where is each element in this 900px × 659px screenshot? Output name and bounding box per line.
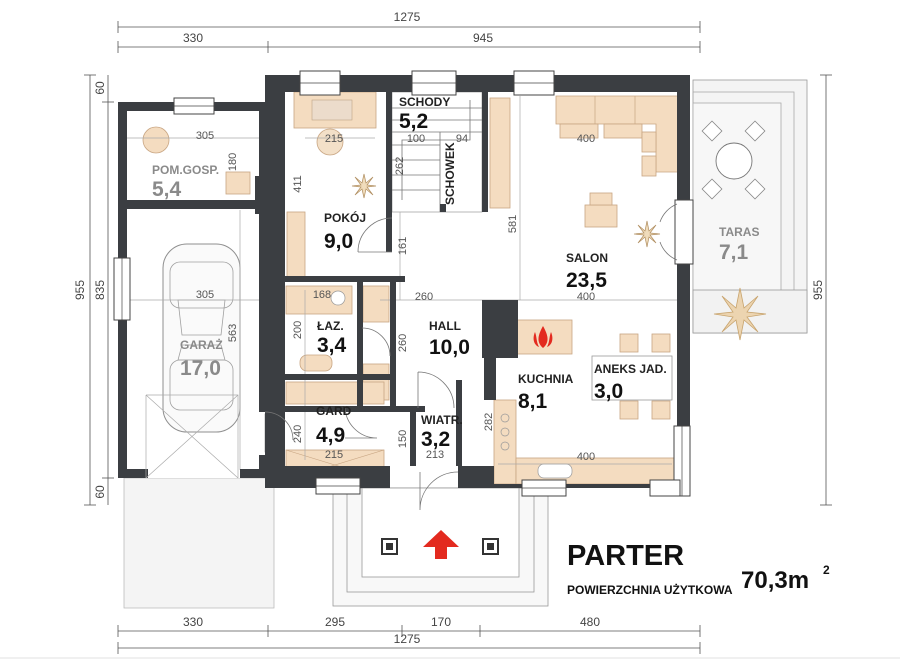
svg-text:100: 100 [407, 133, 425, 145]
dim-top-left: 330 [183, 31, 203, 45]
room-name: GARD [316, 404, 352, 418]
dim-right-total: 955 [811, 280, 825, 300]
toilet-icon [330, 290, 346, 306]
total-area-unit-sup: 2 [823, 563, 830, 577]
room-labels: POM.GOSP. 5,4 GARAŻ 17,0 POKÓJ 9,0 SCHOD… [152, 95, 759, 451]
svg-text:305: 305 [196, 289, 214, 301]
svg-text:180: 180 [227, 153, 239, 171]
plant-icon [633, 220, 661, 248]
room-name: SALON [566, 251, 608, 265]
svg-text:400: 400 [577, 291, 595, 303]
plan-title: PARTER [567, 540, 684, 572]
svg-text:581: 581 [507, 215, 519, 233]
exterior [123, 79, 808, 609]
dim-bottom-total: 1275 [394, 632, 421, 646]
svg-text:200: 200 [292, 321, 304, 339]
internal-dimensions: 305 180 305 563 215 411 100 94 262 161 4… [196, 130, 595, 463]
svg-text:161: 161 [397, 237, 409, 255]
dim-left-bottom: 60 [93, 485, 107, 499]
room-name: KUCHNIA [518, 372, 574, 386]
armchair-icon [584, 204, 618, 228]
total-area: 70,3m [741, 567, 809, 594]
room-area: 8,1 [518, 390, 548, 413]
terrace-table-icon [701, 120, 766, 200]
svg-text:215: 215 [325, 449, 343, 461]
room-name: HALL [429, 319, 461, 333]
windows [113, 70, 694, 497]
svg-text:213: 213 [426, 449, 444, 461]
svg-text:563: 563 [227, 324, 239, 342]
dim-left-mid: 835 [93, 280, 107, 300]
entrance-arrow-icon [423, 530, 459, 559]
room-name: GARAŻ [180, 337, 223, 352]
svg-text:400: 400 [577, 133, 595, 145]
svg-text:94: 94 [456, 133, 468, 145]
svg-text:150: 150 [397, 430, 409, 448]
dim-bottom-3: 170 [431, 615, 451, 629]
room-name: POM.GOSP. [152, 163, 219, 177]
room-area: 3,0 [594, 380, 623, 403]
room-area: 3,4 [317, 334, 347, 357]
doors [145, 217, 459, 511]
room-area: 17,0 [180, 357, 221, 380]
dim-top-right: 945 [473, 31, 493, 45]
plan-subtitle: POWIERZCHNIA UŻYTKOWA [567, 582, 733, 597]
svg-text:400: 400 [577, 451, 595, 463]
svg-text:168: 168 [313, 289, 331, 301]
room-area: 9,0 [324, 230, 353, 253]
dim-bottom-4: 480 [580, 615, 600, 629]
room-name: WIATR. [421, 413, 463, 427]
room-area: 23,5 [566, 269, 607, 292]
room-area: 7,1 [719, 241, 749, 264]
svg-text:215: 215 [325, 133, 343, 145]
dimension-lines: 1275 330 945 330 295 170 480 1275 955 60 [73, 10, 832, 654]
dim-left-top: 60 [93, 81, 107, 95]
svg-text:282: 282 [483, 413, 495, 431]
fireplace-icon [515, 319, 573, 355]
room-name: TARAS [719, 225, 759, 239]
svg-text:260: 260 [397, 334, 409, 352]
room-name: SCHODY [399, 95, 450, 109]
sink-icon [537, 463, 573, 479]
dim-top-total: 1275 [394, 10, 421, 24]
room-area: 5,4 [152, 178, 182, 201]
room-name: ANEKS JAD. [594, 362, 667, 376]
room-name: SCHOWEK [443, 142, 457, 205]
room-name: POKÓJ [324, 210, 366, 225]
svg-text:262: 262 [394, 157, 406, 175]
svg-text:260: 260 [415, 291, 433, 303]
boiler-icon [142, 126, 170, 154]
dim-bottom-1: 330 [183, 615, 203, 629]
plant-icon [713, 287, 767, 341]
room-area: 3,2 [421, 428, 450, 451]
room-area: 10,0 [429, 336, 470, 359]
desk-chair-icon [316, 128, 344, 156]
dim-bottom-2: 295 [325, 615, 345, 629]
room-name: ŁAZ. [317, 319, 344, 333]
title-block: PARTER POWIERZCHNIA UŻYTKOWA 70,3m 2 [567, 540, 830, 597]
dining-table-icon [591, 355, 673, 401]
room-area: 5,2 [399, 110, 428, 133]
room-area: 4,9 [316, 424, 345, 447]
svg-text:240: 240 [292, 425, 304, 443]
svg-text:411: 411 [292, 175, 304, 193]
plant-icon [351, 173, 377, 199]
washbasin-icon [299, 354, 333, 372]
dim-left-total: 955 [73, 280, 87, 300]
svg-text:305: 305 [196, 130, 214, 142]
